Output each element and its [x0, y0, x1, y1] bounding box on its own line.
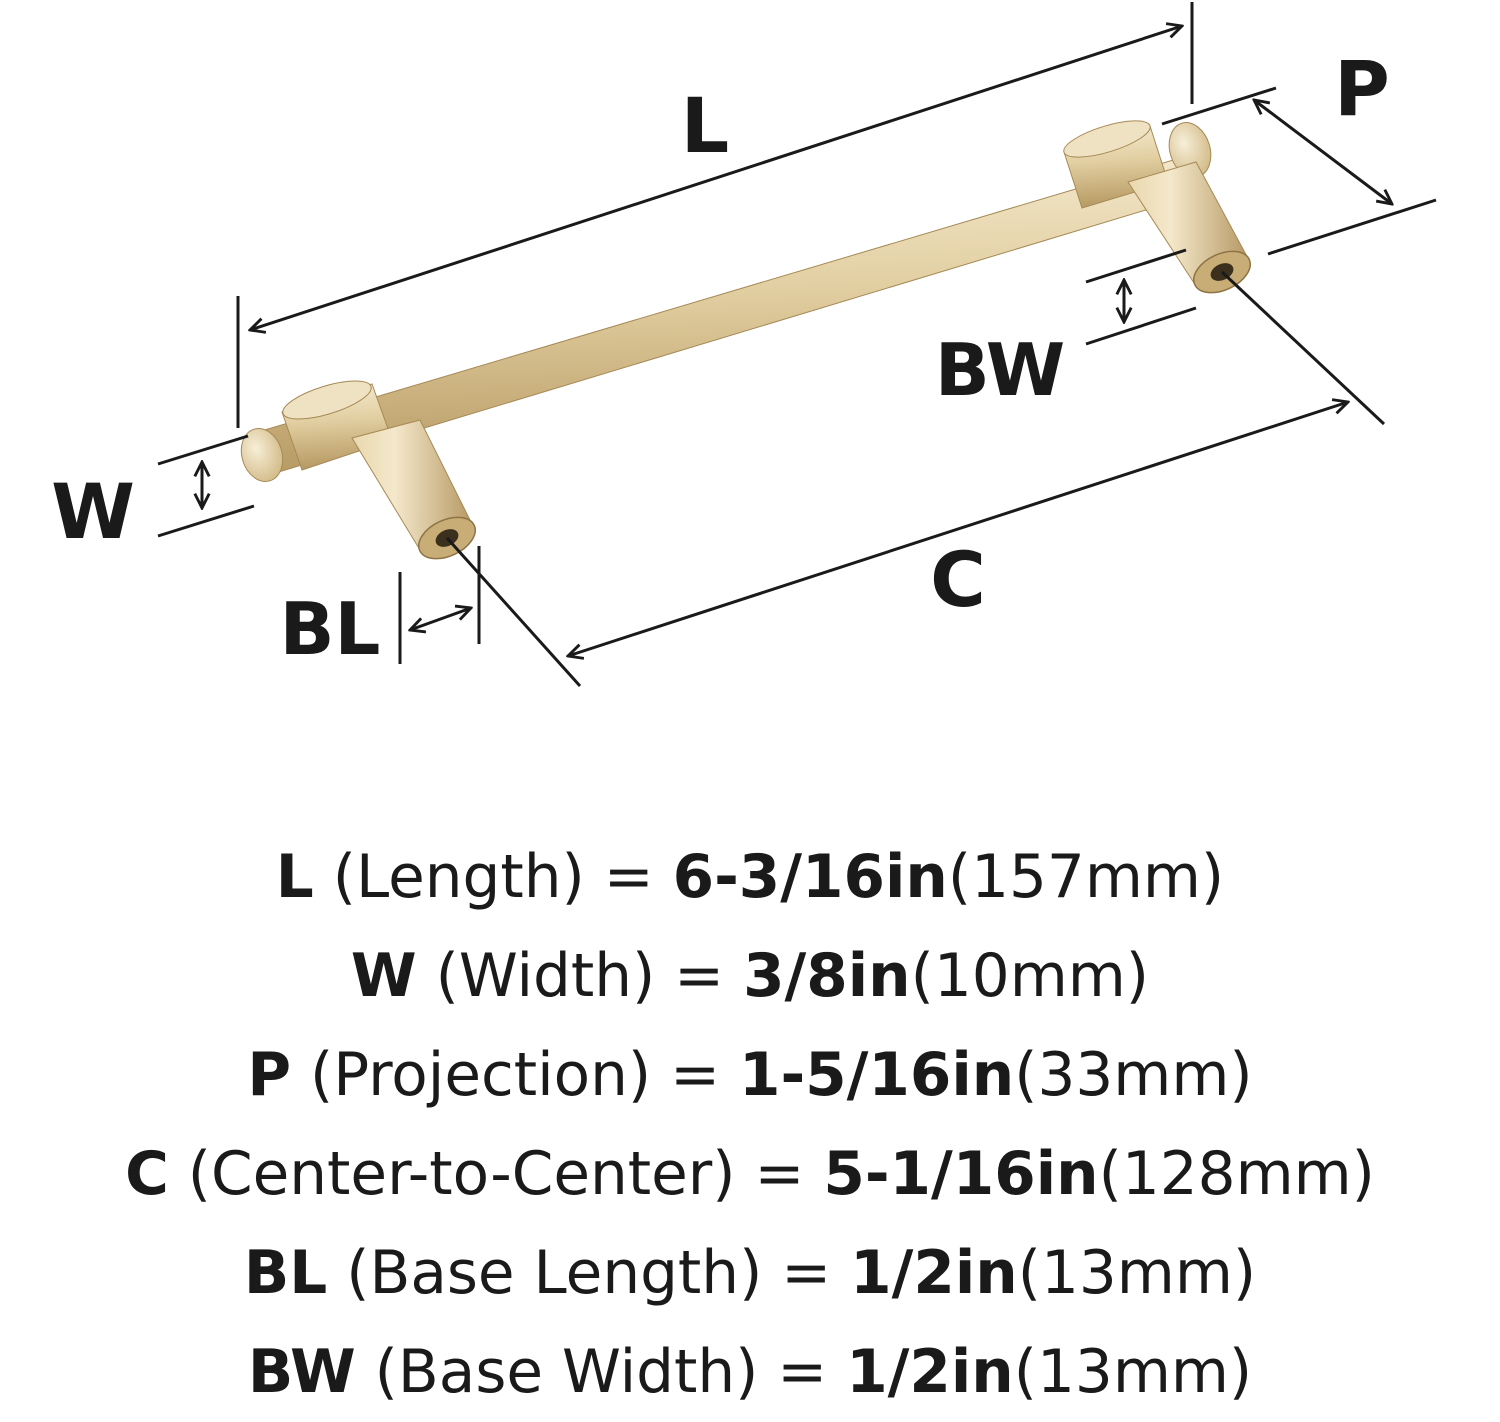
center-line-right [1220, 270, 1386, 426]
width-label: W [51, 467, 135, 556]
spec-symbol: BW [247, 1338, 356, 1407]
spec-row-projection: P (Projection) = 1-5/16in(33mm) [0, 1026, 1500, 1125]
spec-metric: (128mm) [1098, 1140, 1375, 1209]
length-label: L [681, 81, 729, 170]
pull-handle-illustration [240, 120, 1251, 560]
spec-metric: (13mm) [1017, 1239, 1257, 1308]
spec-row-center: C (Center-to-Center) = 5-1/16in(128mm) [0, 1125, 1500, 1224]
spec-row-base-width: BW (Base Width) = 1/2in(13mm) [0, 1323, 1500, 1422]
spec-row-base-length: BL (Base Length) = 1/2in(13mm) [0, 1224, 1500, 1323]
base-width-extension-bottom [1085, 306, 1197, 346]
dimension-diagram: L P BW W C BL [51, 2, 1437, 688]
spec-imperial: 5-1/16in [823, 1140, 1099, 1209]
spec-imperial: 1/2in [846, 1338, 1014, 1407]
base-length-arrow [410, 608, 471, 630]
spec-row-length: L (Length) = 6-3/16in(157mm) [0, 828, 1500, 927]
width-extension-bottom [157, 504, 255, 538]
spec-name: (Center-to-Center) = [168, 1140, 824, 1209]
specification-list: L (Length) = 6-3/16in(157mm) W (Width) =… [0, 828, 1500, 1422]
spec-name: (Width) = [416, 942, 744, 1011]
spec-row-width: W (Width) = 3/8in(10mm) [0, 927, 1500, 1026]
projection-extension-bottom [1267, 198, 1437, 256]
spec-imperial: 6-3/16in [672, 843, 948, 912]
projection-extension-top [1161, 86, 1277, 126]
spec-symbol: P [247, 1041, 292, 1110]
spec-name: (Projection) = [291, 1041, 739, 1110]
spec-name: (Base Width) = [355, 1338, 847, 1407]
spec-symbol: BL [243, 1239, 328, 1308]
base-length-label: BL [280, 587, 381, 671]
spec-name: (Length) = [313, 843, 673, 912]
spec-metric: (10mm) [910, 942, 1150, 1011]
center-label: C [930, 535, 986, 624]
base-width-label: BW [935, 328, 1065, 412]
spec-symbol: L [275, 843, 314, 912]
spec-imperial: 1/2in [850, 1239, 1018, 1308]
spec-symbol: C [125, 1140, 169, 1209]
center-line-left [445, 536, 582, 688]
length-arrow [250, 26, 1182, 330]
left-end-cap [240, 428, 284, 482]
spec-metric: (157mm) [947, 843, 1225, 912]
projection-arrow [1254, 100, 1392, 204]
projection-label: P [1334, 44, 1390, 133]
spec-symbol: W [350, 942, 417, 1011]
spec-metric: (33mm) [1014, 1041, 1253, 1110]
spec-imperial: 1-5/16in [738, 1041, 1015, 1110]
base-width-extension-top [1085, 248, 1187, 284]
spec-name: (Base Length) = [327, 1239, 851, 1308]
width-extension-top [157, 434, 249, 466]
spec-metric: (13mm) [1013, 1338, 1253, 1407]
dimension-lines [157, 2, 1437, 688]
spec-imperial: 3/8in [743, 942, 911, 1011]
center-arrow [568, 402, 1348, 656]
